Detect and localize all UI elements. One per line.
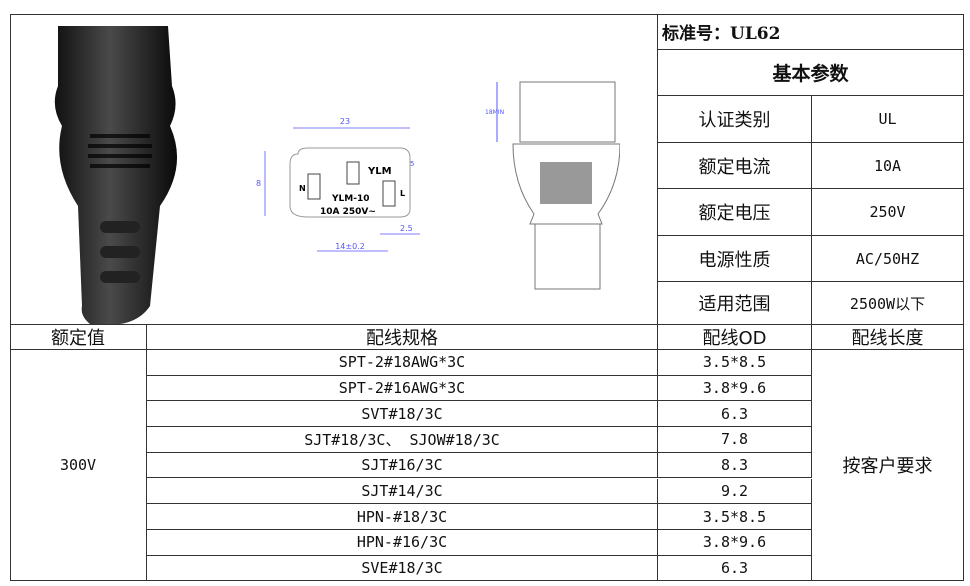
table-row-spec: SJT#16/3C — [147, 452, 658, 479]
table-row-spec: SPT-2#16AWG*3C — [147, 375, 658, 402]
min-length-label: 18MIN — [485, 109, 504, 116]
table-row-od: 3.8*9.6 — [658, 529, 812, 556]
table-row-od: 3.8*9.6 — [658, 375, 812, 402]
model-label: YLM-10 — [331, 194, 369, 204]
section-title: 基本参数 — [658, 50, 964, 96]
table-row-od: 3.5*8.5 — [658, 350, 812, 376]
table-row-spec: SPT-2#18AWG*3C — [147, 350, 658, 376]
pin-spacing: 14±0.2 — [335, 242, 365, 251]
param-value: 10A — [812, 143, 964, 189]
width-dimension: 23 — [340, 117, 350, 126]
plug-side-drawing: 18MIN — [485, 81, 620, 290]
table-row-spec: SJT#14/3C — [147, 478, 658, 505]
rated-value: 300V — [10, 350, 147, 581]
header-rated-value: 额定值 — [10, 325, 147, 350]
brand-label: YLM — [367, 166, 392, 177]
param-value: UL — [812, 96, 964, 143]
rating-label: 10A 250V~ — [320, 207, 376, 217]
param-value: 250V — [812, 189, 964, 236]
param-label: 适用范围 — [658, 282, 812, 325]
table-row-spec: SVT#18/3C — [147, 401, 658, 428]
param-label: 额定电压 — [658, 189, 812, 236]
table-row-od: 3.5*8.5 — [658, 504, 812, 530]
param-value: 2500W以下 — [812, 282, 964, 325]
pin-width: 2.5 — [400, 224, 413, 233]
table-row-spec: HPN-#16/3C — [147, 529, 658, 556]
table-row-spec: SJT#18/3C、 SJOW#18/3C — [147, 427, 658, 453]
table-row-od: 8.3 — [658, 452, 812, 479]
table-row-od: 6.3 — [658, 555, 812, 582]
pin-dimension: 5 — [410, 160, 414, 168]
param-label: 认证类别 — [658, 96, 812, 143]
header-wire-spec: 配线规格 — [147, 325, 658, 350]
pin-l-label: L — [400, 189, 405, 198]
spec-sheet — [10, 14, 964, 581]
product-image-area: 23 8 5 14±0.2 2.5 N L YLM YLM-10 10A 250… — [10, 14, 658, 325]
socket-dimension-drawing: 23 8 5 14±0.2 2.5 N L YLM YLM-10 10A 250… — [256, 117, 420, 252]
standard-number: 标准号：UL62 — [658, 14, 964, 50]
height-dimension: 8 — [256, 179, 261, 188]
param-label: 额定电流 — [658, 143, 812, 189]
table-row-spec: HPN-#18/3C — [147, 504, 658, 530]
plug-photo — [54, 26, 178, 324]
table-row-od: 6.3 — [658, 401, 812, 428]
param-label: 电源性质 — [658, 236, 812, 282]
length-note: 按客户要求 — [812, 350, 964, 581]
table-row-spec: SVE#18/3C — [147, 555, 658, 582]
pin-n-label: N — [299, 184, 306, 193]
table-row-od: 7.8 — [658, 427, 812, 453]
header-wire-od: 配线OD — [658, 325, 812, 350]
param-value: AC/50HZ — [812, 236, 964, 282]
table-row-od: 9.2 — [658, 478, 812, 505]
header-wire-length: 配线长度 — [812, 325, 964, 350]
